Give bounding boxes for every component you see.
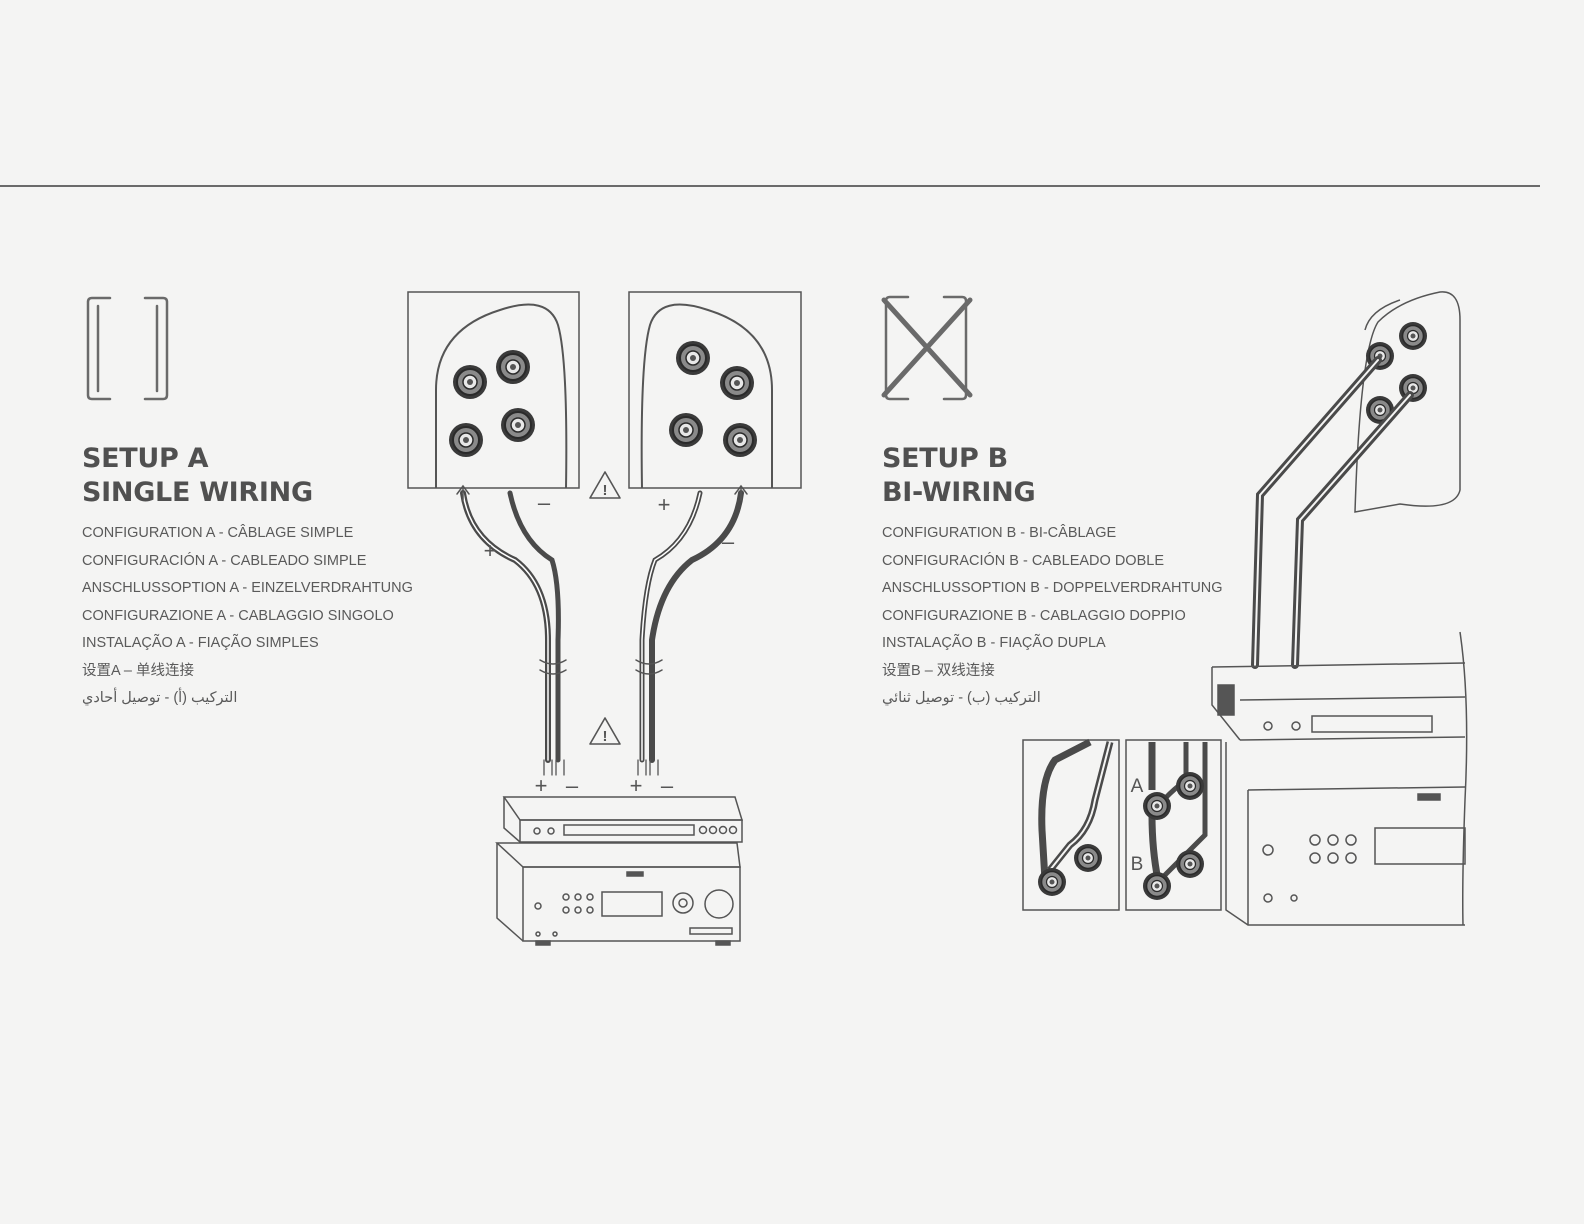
- minus-label-right-cable: –: [722, 529, 735, 554]
- setup-a-text: SETUP A SINGLE WIRING CONFIGURATION A - …: [82, 442, 413, 713]
- plus-label-left-cable: +: [484, 538, 497, 563]
- warning-glyph: !: [603, 482, 608, 499]
- translation-zh: 设置B – 双线连接: [882, 662, 995, 679]
- translation-pt: INSTALAÇÃO A - FIAÇÃO SIMPLES: [82, 635, 319, 651]
- setup-b-translations: CONFIGURATION B - BI-CÂBLAGE CONFIGURACI…: [882, 520, 1223, 713]
- warning-icon: !: [589, 717, 621, 745]
- minus-label-left-terminal: –: [538, 490, 551, 515]
- translation-fr: CONFIGURATION B - BI-CÂBLAGE: [882, 525, 1117, 541]
- terminal-label-a: A: [1131, 776, 1144, 797]
- plus-label-amp-left: +: [535, 773, 548, 798]
- speaker-terminal-panel-right: [628, 291, 802, 489]
- setup-a-title: SETUP A SINGLE WIRING: [82, 442, 413, 510]
- translation-zh: 设置A – 单线连接: [82, 662, 194, 679]
- no-jumper-icon: [881, 295, 973, 401]
- speaker-cables-setup-a: [456, 484, 748, 776]
- bi-wire-detail-inset-left: [1022, 738, 1120, 911]
- stacked-components-setup-b: [1211, 631, 1468, 926]
- translation-it: CONFIGURAZIONE B - CABLAGGIO DOPPIO: [882, 607, 1186, 624]
- translation-de: ANSCHLUSSOPTION A - EINZELVERDRAHTUNG: [82, 580, 413, 596]
- plus-label-right-terminal: +: [658, 492, 671, 517]
- stacked-components-setup-a: [495, 796, 744, 946]
- translation-it: CONFIGURAZIONE A - CABLAGGIO SINGOLO: [82, 607, 394, 624]
- minus-label-amp-right: –: [661, 773, 674, 798]
- translation-ar: التركيب (ب) - توصيل ثنائي: [882, 690, 1041, 706]
- speaker-terminal-panel-left: [407, 291, 580, 489]
- bi-wire-cables-setup-b: [1251, 356, 1414, 669]
- warning-glyph: !: [603, 728, 608, 745]
- translation-es: CONFIGURACIÓN A - CABLEADO SIMPLE: [82, 552, 367, 569]
- setup-b-title-line2: BI-WIRING: [882, 477, 1036, 508]
- header-divider: [0, 185, 1540, 187]
- translation-es: CONFIGURACIÓN B - CABLEADO DOBLE: [882, 552, 1164, 569]
- setup-a-translations: CONFIGURATION A - CÂBLAGE SIMPLE CONFIGU…: [82, 520, 413, 713]
- minus-label-amp-left: –: [566, 773, 579, 798]
- setup-b-title-line1: SETUP B: [882, 443, 1008, 474]
- translation-ar: التركيب (أ) - توصيل أحادي: [82, 690, 238, 706]
- plus-label-amp-right: +: [630, 773, 643, 798]
- setup-a-title-line1: SETUP A: [82, 443, 209, 474]
- jumper-icon: [86, 296, 169, 401]
- translation-de: ANSCHLUSSOPTION B - DOPPELVERDRAHTUNG: [882, 580, 1223, 596]
- translation-fr: CONFIGURATION A - CÂBLAGE SIMPLE: [82, 525, 354, 541]
- translation-pt: INSTALAÇÃO B - FIAÇÃO DUPLA: [882, 635, 1106, 651]
- setup-b-text: SETUP B BI-WIRING CONFIGURATION B - BI-C…: [882, 442, 1223, 713]
- polarity-labels: + – + – + – + –: [484, 490, 735, 798]
- warning-icon: !: [589, 471, 621, 499]
- bi-wire-detail-inset-right: A B: [1125, 739, 1222, 911]
- setup-a-title-line2: SINGLE WIRING: [82, 477, 313, 508]
- setup-b-title: SETUP B BI-WIRING: [882, 442, 1223, 510]
- terminal-label-b: B: [1131, 854, 1144, 875]
